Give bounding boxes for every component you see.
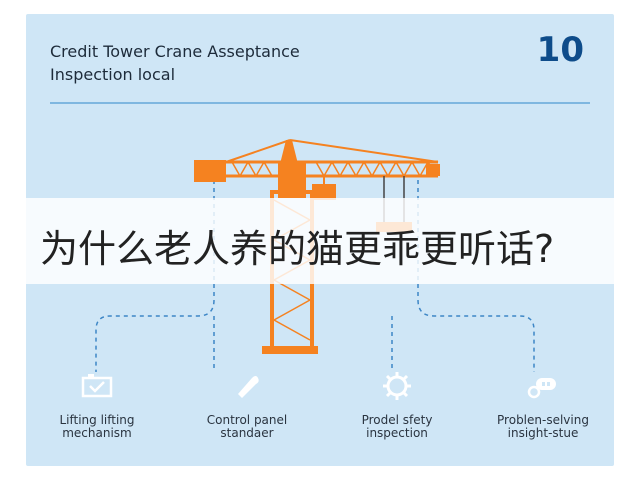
item-label-line-2: inspection	[366, 426, 428, 440]
counterweight	[194, 160, 226, 182]
title-line-2: Inspection local	[50, 65, 176, 84]
item-label-line-1: Prodel sfety	[361, 413, 433, 427]
item-label-line-2: insight-stue	[507, 426, 579, 440]
feature-item-problem-solving: Problen-selving insight-stue	[478, 372, 608, 440]
item-label-line-2: standaer	[220, 426, 274, 440]
item-label-line-2: mechanism	[62, 426, 132, 440]
problem-solving-icon	[527, 378, 556, 399]
overlay-banner: 为什么老人养的猫更乖更听话?	[0, 198, 640, 284]
gear-icon	[383, 372, 411, 400]
jib-tip	[426, 164, 440, 176]
page-number: 10	[536, 30, 584, 70]
crane-mast-top	[280, 140, 298, 164]
connector-right	[417, 180, 535, 372]
header-divider	[50, 102, 590, 104]
feature-item-lifting: Lifting lifting mechanism	[32, 372, 162, 440]
dashed-connectors	[95, 180, 535, 372]
feature-item-safety: Prodel sfety inspection	[332, 372, 462, 440]
title-line-1: Credit Tower Crane Asseptance	[50, 42, 300, 61]
connector-left	[95, 180, 215, 372]
crane-jib	[196, 139, 439, 178]
item-label-line-1: Problen-selving	[497, 413, 589, 427]
feature-item-control-panel: Control panel standaer	[182, 372, 312, 440]
item-label-line-1: Control panel	[206, 413, 288, 427]
lifting-mechanism-icon	[81, 374, 113, 398]
suspended-block	[312, 176, 336, 200]
banner-text: 为什么老人养的猫更乖更听话?	[40, 227, 555, 271]
slide-title: Credit Tower Crane Asseptance Inspection…	[50, 40, 470, 86]
control-panel-icon	[238, 376, 259, 398]
item-label-line-1: Lifting lifting	[59, 413, 135, 427]
crane-cab	[278, 162, 306, 198]
